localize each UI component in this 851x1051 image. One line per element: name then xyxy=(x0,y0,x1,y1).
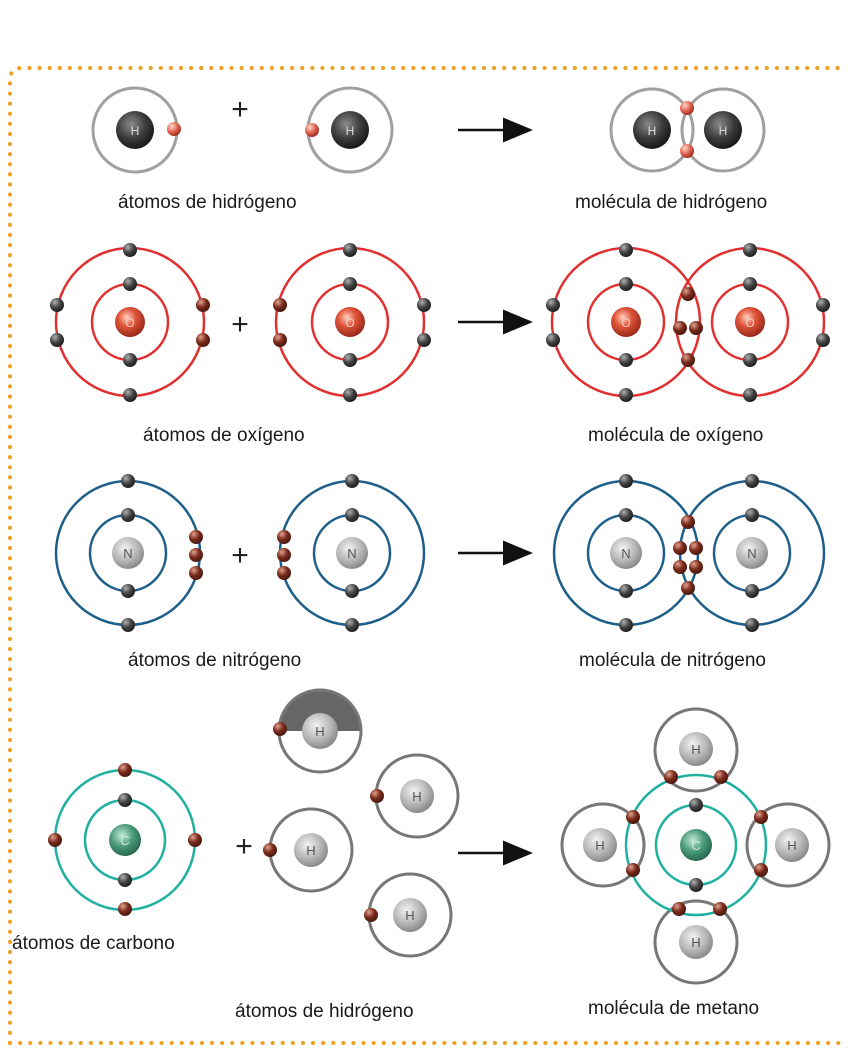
caption-hydrogen-atoms-2: átomos de hidrógeno xyxy=(235,1001,414,1022)
plus-sign-1: + xyxy=(231,93,249,126)
svg-text:O: O xyxy=(745,316,754,330)
svg-text:H: H xyxy=(787,838,796,853)
svg-text:H: H xyxy=(346,124,355,138)
oxygen-molecule: O O xyxy=(546,243,830,402)
caption-hydrogen-atoms: átomos de hidrógeno xyxy=(118,192,297,213)
hydrogen-atom-right: H xyxy=(305,86,394,174)
svg-text:H: H xyxy=(405,908,414,923)
oxygen-atom-right: O xyxy=(273,243,431,402)
plus-sign-4: + xyxy=(235,830,253,863)
svg-text:N: N xyxy=(347,546,356,561)
svg-text:O: O xyxy=(345,316,354,330)
svg-text:C: C xyxy=(691,838,700,853)
hydrogen-atom-lower-right: H xyxy=(364,872,453,958)
nitrogen-atom-left: N xyxy=(54,474,203,632)
svg-text:H: H xyxy=(306,843,315,858)
caption-carbon-atoms: átomos de carbono xyxy=(12,933,175,954)
svg-text:H: H xyxy=(131,124,140,138)
hydrogen-molecule: H H xyxy=(609,87,766,173)
plus-sign-2: + xyxy=(231,308,249,341)
nitrogen-molecule: N N xyxy=(552,474,826,632)
svg-text:C: C xyxy=(120,833,129,848)
hydrogen-atom-middle: H xyxy=(263,807,354,893)
caption-nitrogen-molecule: molécula de nitrógeno xyxy=(579,650,766,671)
svg-text:H: H xyxy=(595,838,604,853)
svg-text:H: H xyxy=(691,742,700,757)
svg-text:N: N xyxy=(747,546,756,561)
svg-text:H: H xyxy=(691,935,700,950)
svg-text:H: H xyxy=(648,124,657,138)
svg-text:O: O xyxy=(125,316,134,330)
caption-nitrogen-atoms: átomos de nitrógeno xyxy=(128,650,302,671)
svg-text:N: N xyxy=(621,546,630,561)
oxygen-atom-left: O xyxy=(50,243,210,402)
hydrogen-atom-upper-right: H xyxy=(370,753,460,839)
svg-text:N: N xyxy=(123,546,132,561)
svg-text:H: H xyxy=(315,724,324,739)
caption-oxygen-molecule: molécula de oxígeno xyxy=(588,425,764,446)
plus-sign-3: + xyxy=(231,539,249,572)
svg-text:O: O xyxy=(621,316,630,330)
hydrogen-atom-top: H xyxy=(273,688,363,774)
caption-methane-molecule: molécula de metano xyxy=(588,998,760,1019)
caption-oxygen-atoms: átomos de oxígeno xyxy=(143,425,305,446)
svg-text:H: H xyxy=(719,124,728,138)
hydrogen-atom-left: H xyxy=(91,86,181,174)
nitrogen-atom-right: N xyxy=(277,474,426,632)
caption-hydrogen-molecule: molécula de hidrógeno xyxy=(575,192,768,213)
svg-text:H: H xyxy=(412,789,421,804)
carbon-atom: C xyxy=(48,763,202,916)
methane-molecule: C H H H H xyxy=(560,707,831,985)
